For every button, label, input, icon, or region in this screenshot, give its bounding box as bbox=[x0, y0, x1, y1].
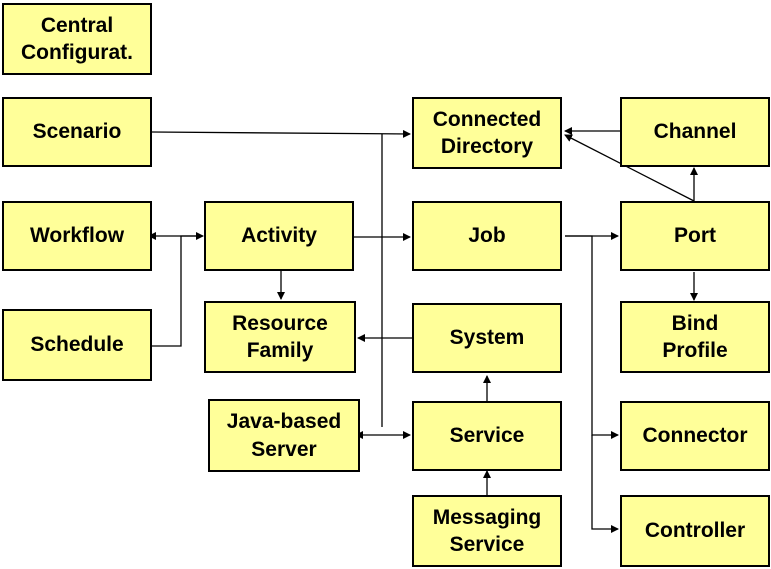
node-central-configuration: Central Configurat. bbox=[2, 3, 152, 75]
edge-schedule-activity bbox=[152, 235, 200, 347]
edge-scenario-connected-directory bbox=[151, 129, 411, 138]
node-connected-directory: Connected Directory bbox=[412, 97, 562, 169]
edge-job-controller bbox=[591, 435, 619, 533]
node-channel: Channel bbox=[620, 97, 770, 167]
node-bind-profile: Bind Profile bbox=[620, 301, 770, 373]
node-workflow: Workflow bbox=[2, 201, 152, 271]
node-controller: Controller bbox=[620, 495, 770, 567]
edge-port-connected-directory bbox=[564, 134, 695, 202]
node-job: Job bbox=[412, 201, 562, 271]
node-messaging-service: Messaging Service bbox=[412, 495, 562, 567]
node-service: Service bbox=[412, 401, 562, 471]
node-activity: Activity bbox=[204, 201, 354, 271]
node-resource-family: Resource Family bbox=[204, 301, 356, 373]
edge-job-connector bbox=[565, 235, 619, 439]
node-port: Port bbox=[620, 201, 770, 271]
node-connector: Connector bbox=[620, 401, 770, 471]
node-system: System bbox=[412, 303, 562, 373]
node-java-based-server: Java-based Server bbox=[208, 399, 360, 472]
node-scenario: Scenario bbox=[2, 97, 152, 167]
node-schedule: Schedule bbox=[2, 309, 152, 381]
